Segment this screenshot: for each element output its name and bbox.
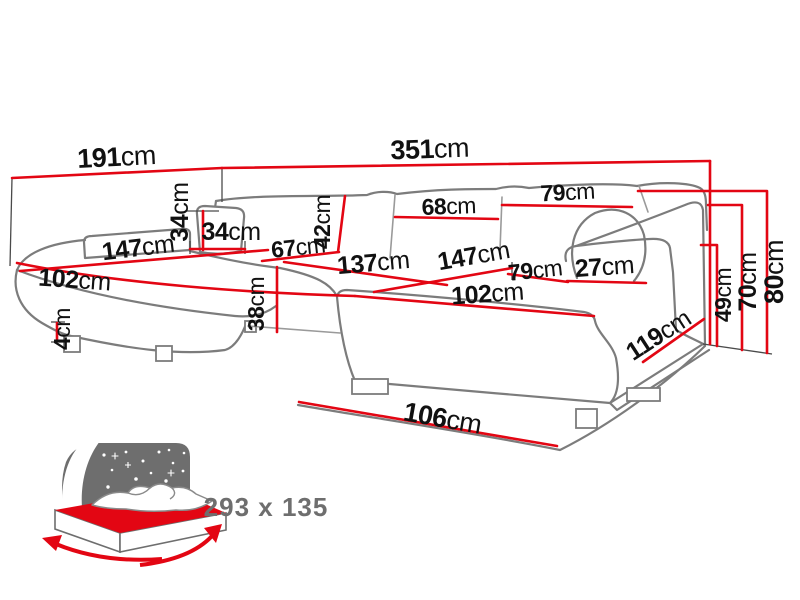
dim-line-119 [641,317,706,364]
dim-line-102-left [15,261,357,298]
label-68: 68cm [421,192,476,220]
ext-right-bottom [702,343,773,355]
label-27: 27cm [574,251,635,283]
label-79-right: 79cm [507,254,564,286]
label-34h: 34cm [201,218,260,246]
left-chaise-front-edge [15,268,278,318]
bed-icon [42,483,227,567]
label-67: 67cm [270,231,327,263]
dim-line-191 [10,166,224,180]
label-106: 106cm [401,397,484,440]
bed-pillow-seam [127,487,176,500]
left-chaise-leg-1 [63,335,81,353]
dim-line-102-right [353,294,596,318]
bed-duvet [91,483,213,513]
dim-line-70 [706,203,744,352]
middle-seat-front-edge [188,249,339,298]
label-351: 351cm [390,133,470,166]
right-chaise-leg-1 [351,378,389,395]
back-panel [214,182,709,232]
label-102-left: 102cm [37,264,111,297]
label-147-left: 147cm [100,230,175,267]
right-chaise-leg-2 [575,408,598,429]
dim-line-49 [699,243,719,348]
back-cushion-seam-1 [389,194,396,259]
dim-line-137 [282,260,449,287]
dim-line-79-back [500,203,634,209]
floor-outline [296,344,707,452]
label-70: 70cm [734,252,762,311]
label-34v: 34cm [166,182,194,241]
sofa-outline [14,182,711,452]
label-191: 191cm [77,140,157,174]
label-137: 137cm [336,246,411,280]
label-147-right: 147cm [435,236,511,276]
dimension-lines [10,159,769,448]
label-4: 4cm [49,308,75,350]
label-38: 38cm [243,277,269,331]
dim-line-351 [220,159,712,170]
label-79-back: 79cm [540,178,596,207]
dim-line-27 [565,279,648,285]
unfold-arrows [55,534,214,567]
dim-line-68 [393,215,500,221]
extension-lines [9,168,773,355]
dim-line-147-right [372,266,514,294]
label-80: 80cm [759,240,789,304]
arrow-head-left [42,535,62,551]
dim-line-67 [260,250,341,263]
label-49: 49cm [710,268,736,322]
recess-floor-line [247,325,341,334]
arrow-head-right [204,524,222,543]
dimension-labels: 191cm 351cm 34cm 34cm 147cm 102cm 4cm 67… [37,133,789,440]
left-chaise-leg-2 [155,345,173,362]
ext-left-drop [9,177,13,267]
dim-line-79-right [506,272,570,284]
sleeping-function-icon: 293 x 135 [42,441,329,567]
label-102-right: 102cm [450,278,524,311]
bed-base-right [119,512,227,553]
sleeping-area-label: 293 x 135 [204,492,329,522]
right-armrest-leg [626,387,661,402]
label-42: 42cm [309,195,335,249]
crescent-moon-icon [62,441,100,524]
dim-line-106 [297,400,559,448]
dim-line-42 [336,194,347,254]
right-pillow [571,208,647,283]
dim-line-80 [636,189,769,355]
right-armrest [564,201,707,347]
dim-line-147-left [18,248,270,273]
